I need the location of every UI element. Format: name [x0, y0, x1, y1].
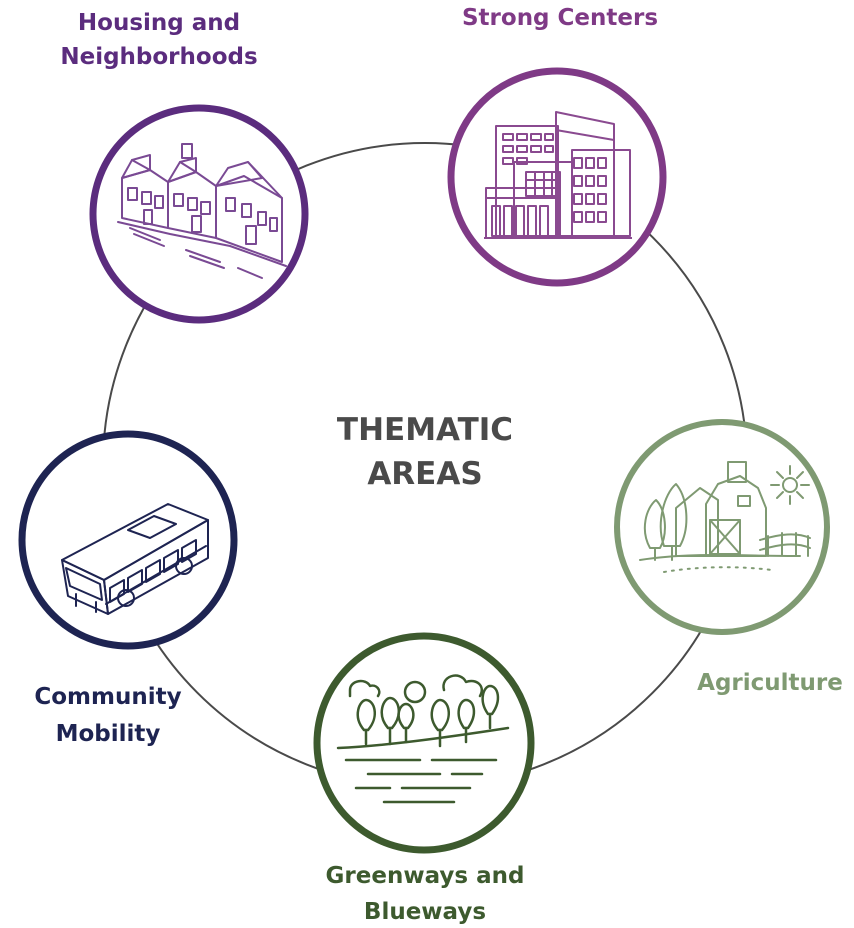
barn-icon [639, 461, 811, 573]
greenways-circle [313, 632, 535, 854]
agriculture-node[interactable]: Agriculture [614, 419, 843, 696]
townhouses-icon [117, 143, 287, 279]
agriculture-label: Agriculture [697, 670, 843, 696]
mobility-circle [18, 430, 238, 650]
center-title-line1: THEMATIC [337, 412, 513, 448]
mobility-label-line2: Mobility [56, 721, 161, 747]
city-buildings-icon [484, 111, 632, 239]
park-river-icon [336, 674, 510, 804]
housing-node[interactable]: Housing and Neighborhoods [60, 10, 309, 324]
agriculture-circle [614, 419, 830, 635]
housing-label-line2: Neighborhoods [60, 44, 257, 70]
greenways-label-line1: Greenways and [326, 863, 525, 889]
center-title-line2: AREAS [367, 456, 482, 492]
housing-circle [89, 104, 309, 324]
mobility-label-line1: Community [34, 684, 181, 710]
housing-label-line1: Housing and [78, 10, 240, 36]
centers-node[interactable]: Strong Centers [447, 5, 667, 287]
greenways-label-line2: Blueways [364, 899, 486, 925]
bus-icon [61, 503, 209, 615]
greenways-node[interactable]: Greenways and Blueways [313, 632, 535, 925]
centers-label: Strong Centers [462, 5, 658, 31]
mobility-node[interactable]: Community Mobility [18, 430, 238, 747]
